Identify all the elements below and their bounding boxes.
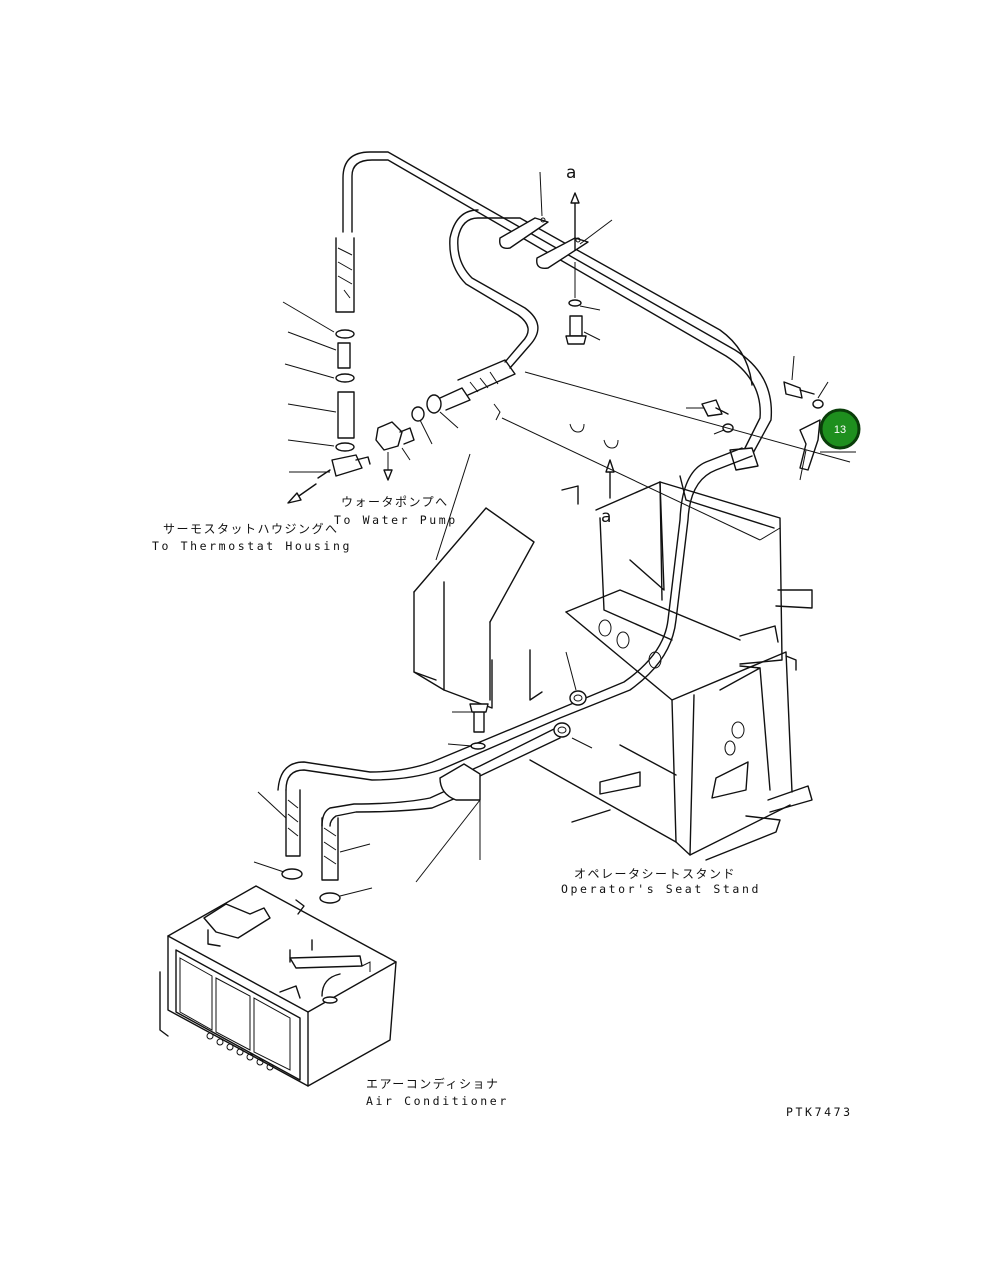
thermostat-label-en: To Thermostat Housing — [152, 539, 352, 553]
view-mark-top: a — [566, 163, 576, 183]
view-mark-bottom: a — [601, 507, 611, 527]
lower-clamp-bolt — [415, 703, 489, 883]
view-arrow-bottom: a — [601, 459, 615, 527]
thermostat-label-jp: サーモスタットハウジングへ — [163, 522, 339, 536]
upper-heater-hose — [342, 151, 773, 456]
waterpump-label-jp: ウォータポンプへ — [341, 495, 449, 509]
left-fitting-stack — [317, 329, 371, 479]
left-leader-lines — [282, 301, 337, 473]
aircon-label-jp: エアーコンディショナ — [366, 1076, 499, 1091]
upper-hose-clamps — [499, 171, 613, 345]
detail-marks — [493, 403, 619, 505]
grommets — [553, 651, 593, 749]
thermostat-arrow — [287, 483, 317, 504]
aircon-label-en: Air Conditioner — [366, 1094, 509, 1108]
guide-lines — [501, 371, 851, 541]
seat-stand-label-jp: オペレータシートスタンド — [574, 867, 736, 881]
operator-seat-stand — [529, 475, 813, 861]
waterpump-label-en: To Water Pump — [334, 513, 458, 527]
drawing-code: PTK7473 — [786, 1105, 853, 1119]
right-bracket-bolts — [686, 355, 856, 481]
view-arrow-top: a — [566, 163, 580, 251]
ac-hose-ends — [253, 789, 373, 904]
seat-stand-label-en: Operator's Seat Stand — [561, 882, 761, 896]
callout-number: 13 — [834, 424, 846, 436]
floor-panel — [413, 453, 543, 709]
water-pump-fittings — [375, 359, 516, 481]
thermostat-hose-end — [335, 237, 355, 313]
air-conditioner-unit — [159, 885, 397, 1087]
callout-badge-13[interactable]: 13 — [819, 408, 861, 450]
